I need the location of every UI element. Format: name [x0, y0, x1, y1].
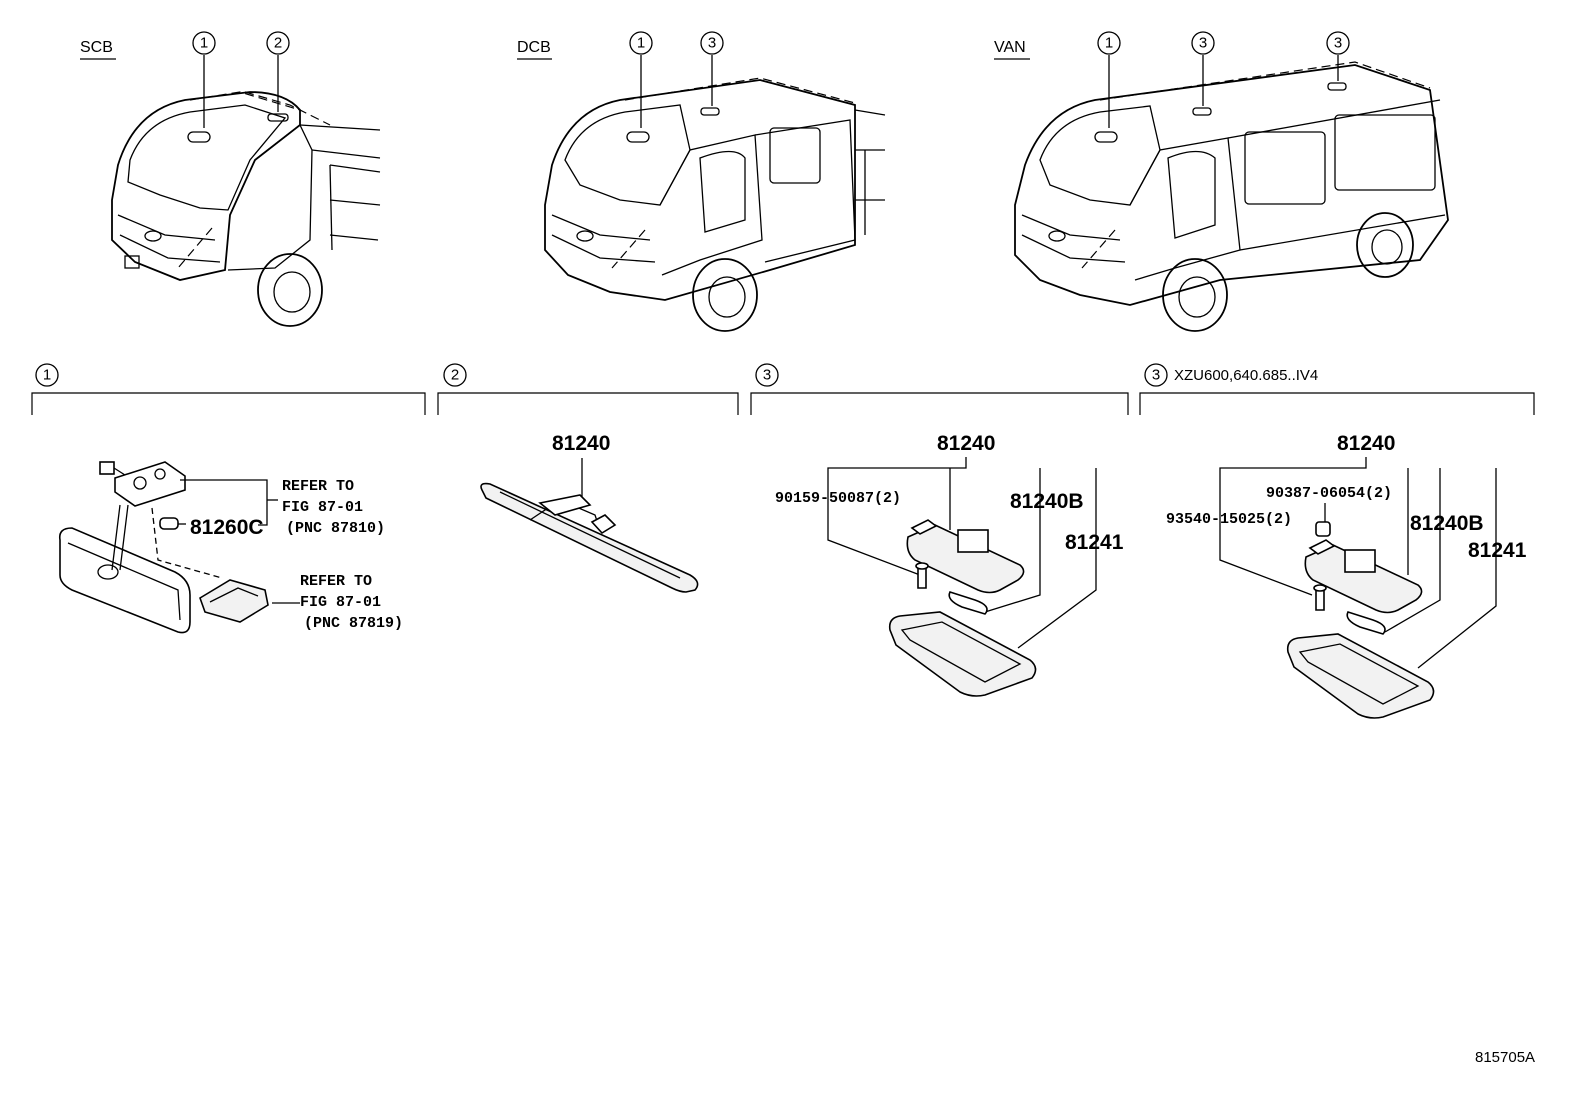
scb-label: SCB	[80, 39, 113, 56]
section-4-dome-lamp: 81240 90387-06054(2) 93540-15025(2) 8124…	[1166, 432, 1527, 719]
van-label: VAN	[994, 39, 1026, 56]
screw-90159: 90159-50087(2)	[775, 490, 901, 507]
section-2-marker: 2	[451, 367, 459, 384]
bulb-81240b-s3: 81240B	[1010, 490, 1084, 513]
refer-b-line2: FIG 87-01	[300, 594, 381, 611]
section-1-mirror-lamp: 81260C REFER TO FIG 87-01 (PNC 87810) RE…	[58, 461, 403, 634]
figure-id: 815705A	[1475, 1049, 1535, 1066]
part-81240-s2: 81240	[552, 432, 610, 455]
refer-a-line2: FIG 87-01	[282, 499, 363, 516]
section-1-marker: 1	[43, 367, 51, 384]
lens-81241-s3: 81241	[1065, 531, 1124, 554]
scb-marker-2: 2	[274, 35, 282, 52]
dcb-marker-1: 1	[637, 35, 645, 52]
lens-81241-s4: 81241	[1468, 539, 1527, 562]
section-3-dome-lamp: 81240 90159-50087(2) 81240B 81241	[775, 432, 1124, 697]
refer-b-line1: REFER TO	[300, 573, 372, 590]
section-3-marker: 3	[763, 367, 771, 384]
section-4-note: XZU600,640.685..IV4	[1174, 367, 1318, 384]
dcb-vehicle: DCB 1 3	[517, 31, 886, 332]
van-marker-1: 1	[1105, 35, 1113, 52]
refer-a-line3: (PNC 87810)	[286, 520, 385, 537]
dcb-label: DCB	[517, 39, 551, 56]
van-marker-3a: 3	[1199, 35, 1207, 52]
refer-b-line3: (PNC 87819)	[304, 615, 403, 632]
cap-90387: 90387-06054(2)	[1266, 485, 1392, 502]
screw-93540: 93540-15025(2)	[1166, 511, 1292, 528]
part-81240-s4: 81240	[1337, 432, 1395, 455]
van-vehicle: VAN 1 3 3	[994, 31, 1449, 332]
part-81260c: 81260C	[190, 516, 264, 539]
section-4-marker: 3	[1152, 367, 1160, 384]
section-2-roof-lamp: 81240	[480, 432, 699, 593]
refer-a-line1: REFER TO	[282, 478, 354, 495]
part-81240-s3: 81240	[937, 432, 995, 455]
van-marker-3b: 3	[1334, 35, 1342, 52]
scb-vehicle: SCB 1 2	[80, 31, 381, 327]
scb-marker-1: 1	[200, 35, 208, 52]
section-headers: 1 2 3 3 XZU600,640.685..IV4	[31, 363, 1535, 415]
dcb-marker-3: 3	[708, 35, 716, 52]
bulb-81240b-s4: 81240B	[1410, 512, 1484, 535]
